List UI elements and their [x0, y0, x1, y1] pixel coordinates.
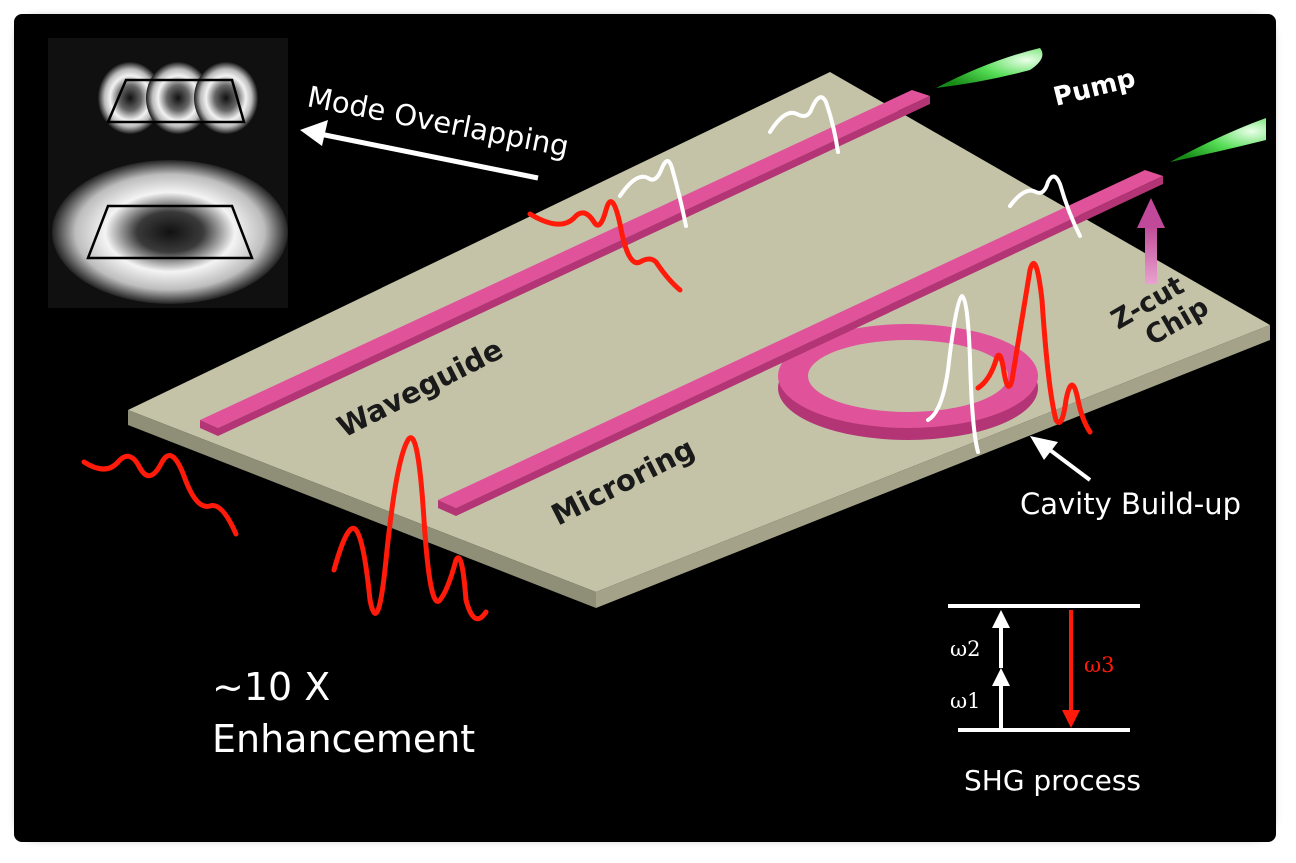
bus-waveguide — [438, 170, 1163, 516]
omega3-label: ω3 — [1084, 653, 1115, 677]
straight-waveguide — [200, 90, 930, 436]
shg-process-label: SHG process — [964, 764, 1141, 797]
omega2-label: ω2 — [950, 637, 981, 661]
shg-signal-wave — [527, 199, 683, 293]
cavity-buildup-arrow — [1030, 436, 1092, 482]
pump-pulse-wave — [926, 294, 980, 454]
cavity-buildup-label: Cavity Build-up — [1020, 487, 1241, 521]
pump-pulse-wave — [1008, 174, 1082, 238]
enhancement-value: ~10 X — [212, 665, 330, 709]
omega1-label: ω1 — [950, 689, 981, 713]
pump-pulse-wave — [618, 159, 688, 228]
omega2-arrow — [992, 610, 1010, 668]
mode-overlapping-arrow — [300, 120, 539, 181]
high-order-mode-image — [98, 62, 258, 134]
pump-laser-icon — [936, 48, 1043, 88]
pump-laser-icon — [1170, 118, 1266, 162]
enhancement-label: Enhancement — [212, 717, 475, 761]
pump-pulses — [618, 95, 1082, 454]
mode-profile-inset — [48, 38, 288, 308]
shg-signals — [81, 199, 1093, 622]
shg-energy-diagram: ω2 ω1 ω3 — [948, 604, 1140, 732]
shg-signal-wave — [81, 453, 239, 537]
shg-signal-wave — [975, 261, 1093, 435]
chip-substrate — [128, 72, 1270, 608]
z-axis-arrow — [1137, 198, 1165, 284]
omega1-arrow — [992, 668, 1010, 730]
pump-pulse-wave — [768, 95, 840, 154]
omega3-arrow — [1062, 610, 1080, 728]
fundamental-mode-image — [52, 160, 288, 304]
shg-signal-wave — [331, 435, 489, 622]
